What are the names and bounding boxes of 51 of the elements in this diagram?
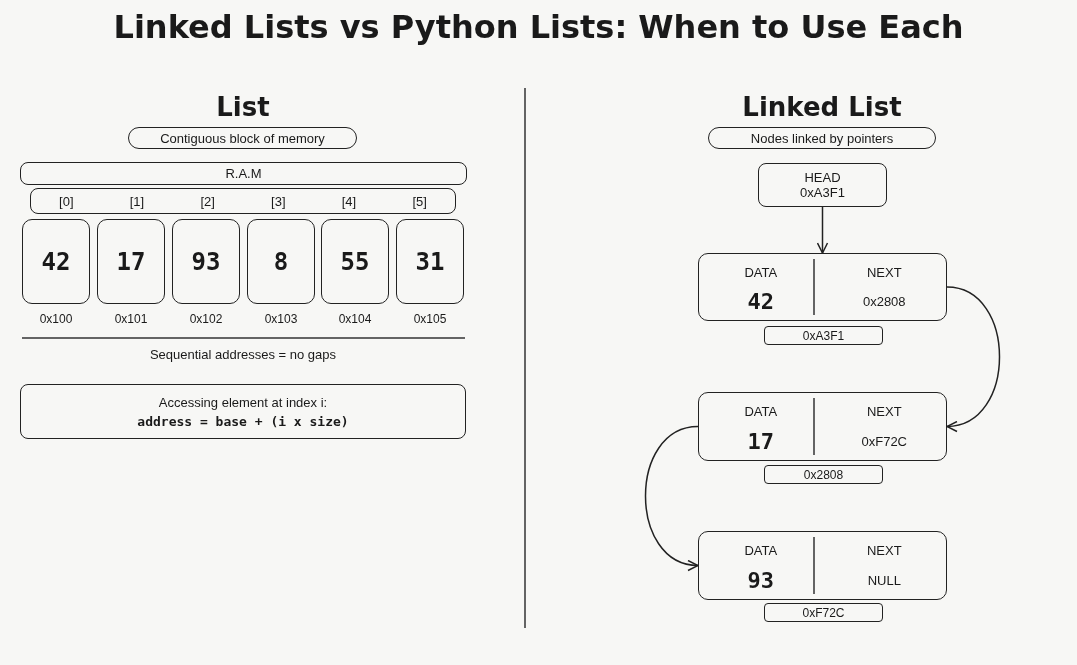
pointer-value: NULL [866, 572, 902, 588]
memory-cell: 55 [321, 219, 389, 304]
arrow [816, 206, 829, 254]
arrow [946, 286, 1001, 431]
field-label: NEXT [865, 543, 903, 559]
memory-cell: 17 [97, 219, 165, 304]
pointer-value: 0xF72C [860, 433, 908, 449]
memory-address: 0x105 [412, 312, 448, 326]
arrow [644, 425, 699, 570]
memory-address: 0x104 [337, 312, 373, 326]
field-label: NEXT [865, 265, 903, 280]
formula-heading: Accessing element at index i: [158, 394, 328, 410]
pointer-value: 0x2808 [861, 294, 907, 309]
field-label: DATA [743, 265, 779, 280]
head-pointer-box [758, 163, 887, 207]
data-value: 42 [746, 289, 775, 314]
pointer-label: HEAD [804, 170, 841, 185]
memory-address: 0x103 [263, 312, 299, 326]
index-label: [1] [129, 193, 145, 209]
note-text: Sequential addresses = no gaps [148, 347, 338, 362]
address-tag: 0xA3F1 [764, 326, 883, 345]
memory-cell: 31 [396, 219, 464, 304]
memory-address: 0x101 [113, 312, 149, 326]
index-label: [4] [341, 193, 357, 209]
memory-address: 0x102 [188, 312, 224, 326]
linked-list-node [698, 392, 947, 461]
data-value: 17 [746, 428, 775, 454]
index-bar [30, 188, 456, 214]
index-label: [5] [412, 193, 427, 209]
memory-cell: 93 [172, 219, 240, 304]
section-heading: Linked List [741, 92, 903, 122]
pointer-address: 0xA3F1 [800, 185, 845, 200]
index-label: [3] [271, 193, 286, 209]
field-label: NEXT [865, 404, 903, 420]
memory-bar: R.A.M [20, 162, 467, 185]
diagram-title: Linked Lists vs Python Lists: When to Use Each [112, 8, 965, 46]
section-heading: List [215, 92, 271, 122]
address-tag: 0x2808 [764, 465, 883, 484]
formula-box [20, 384, 466, 439]
index-label: [2] [200, 193, 215, 209]
field-label: DATA [743, 543, 779, 559]
index-label: [0] [59, 193, 74, 209]
memory-address: 0x100 [38, 312, 74, 326]
field-label: DATA [743, 404, 779, 420]
data-value: 93 [746, 567, 775, 593]
formula-text: address = base + (i x size) [137, 413, 349, 429]
memory-cell: 8 [247, 219, 315, 304]
address-tag: 0xF72C [764, 603, 883, 622]
linked-list-node [698, 253, 947, 321]
memory-cell: 42 [22, 219, 90, 304]
linked-list-node [698, 531, 947, 600]
